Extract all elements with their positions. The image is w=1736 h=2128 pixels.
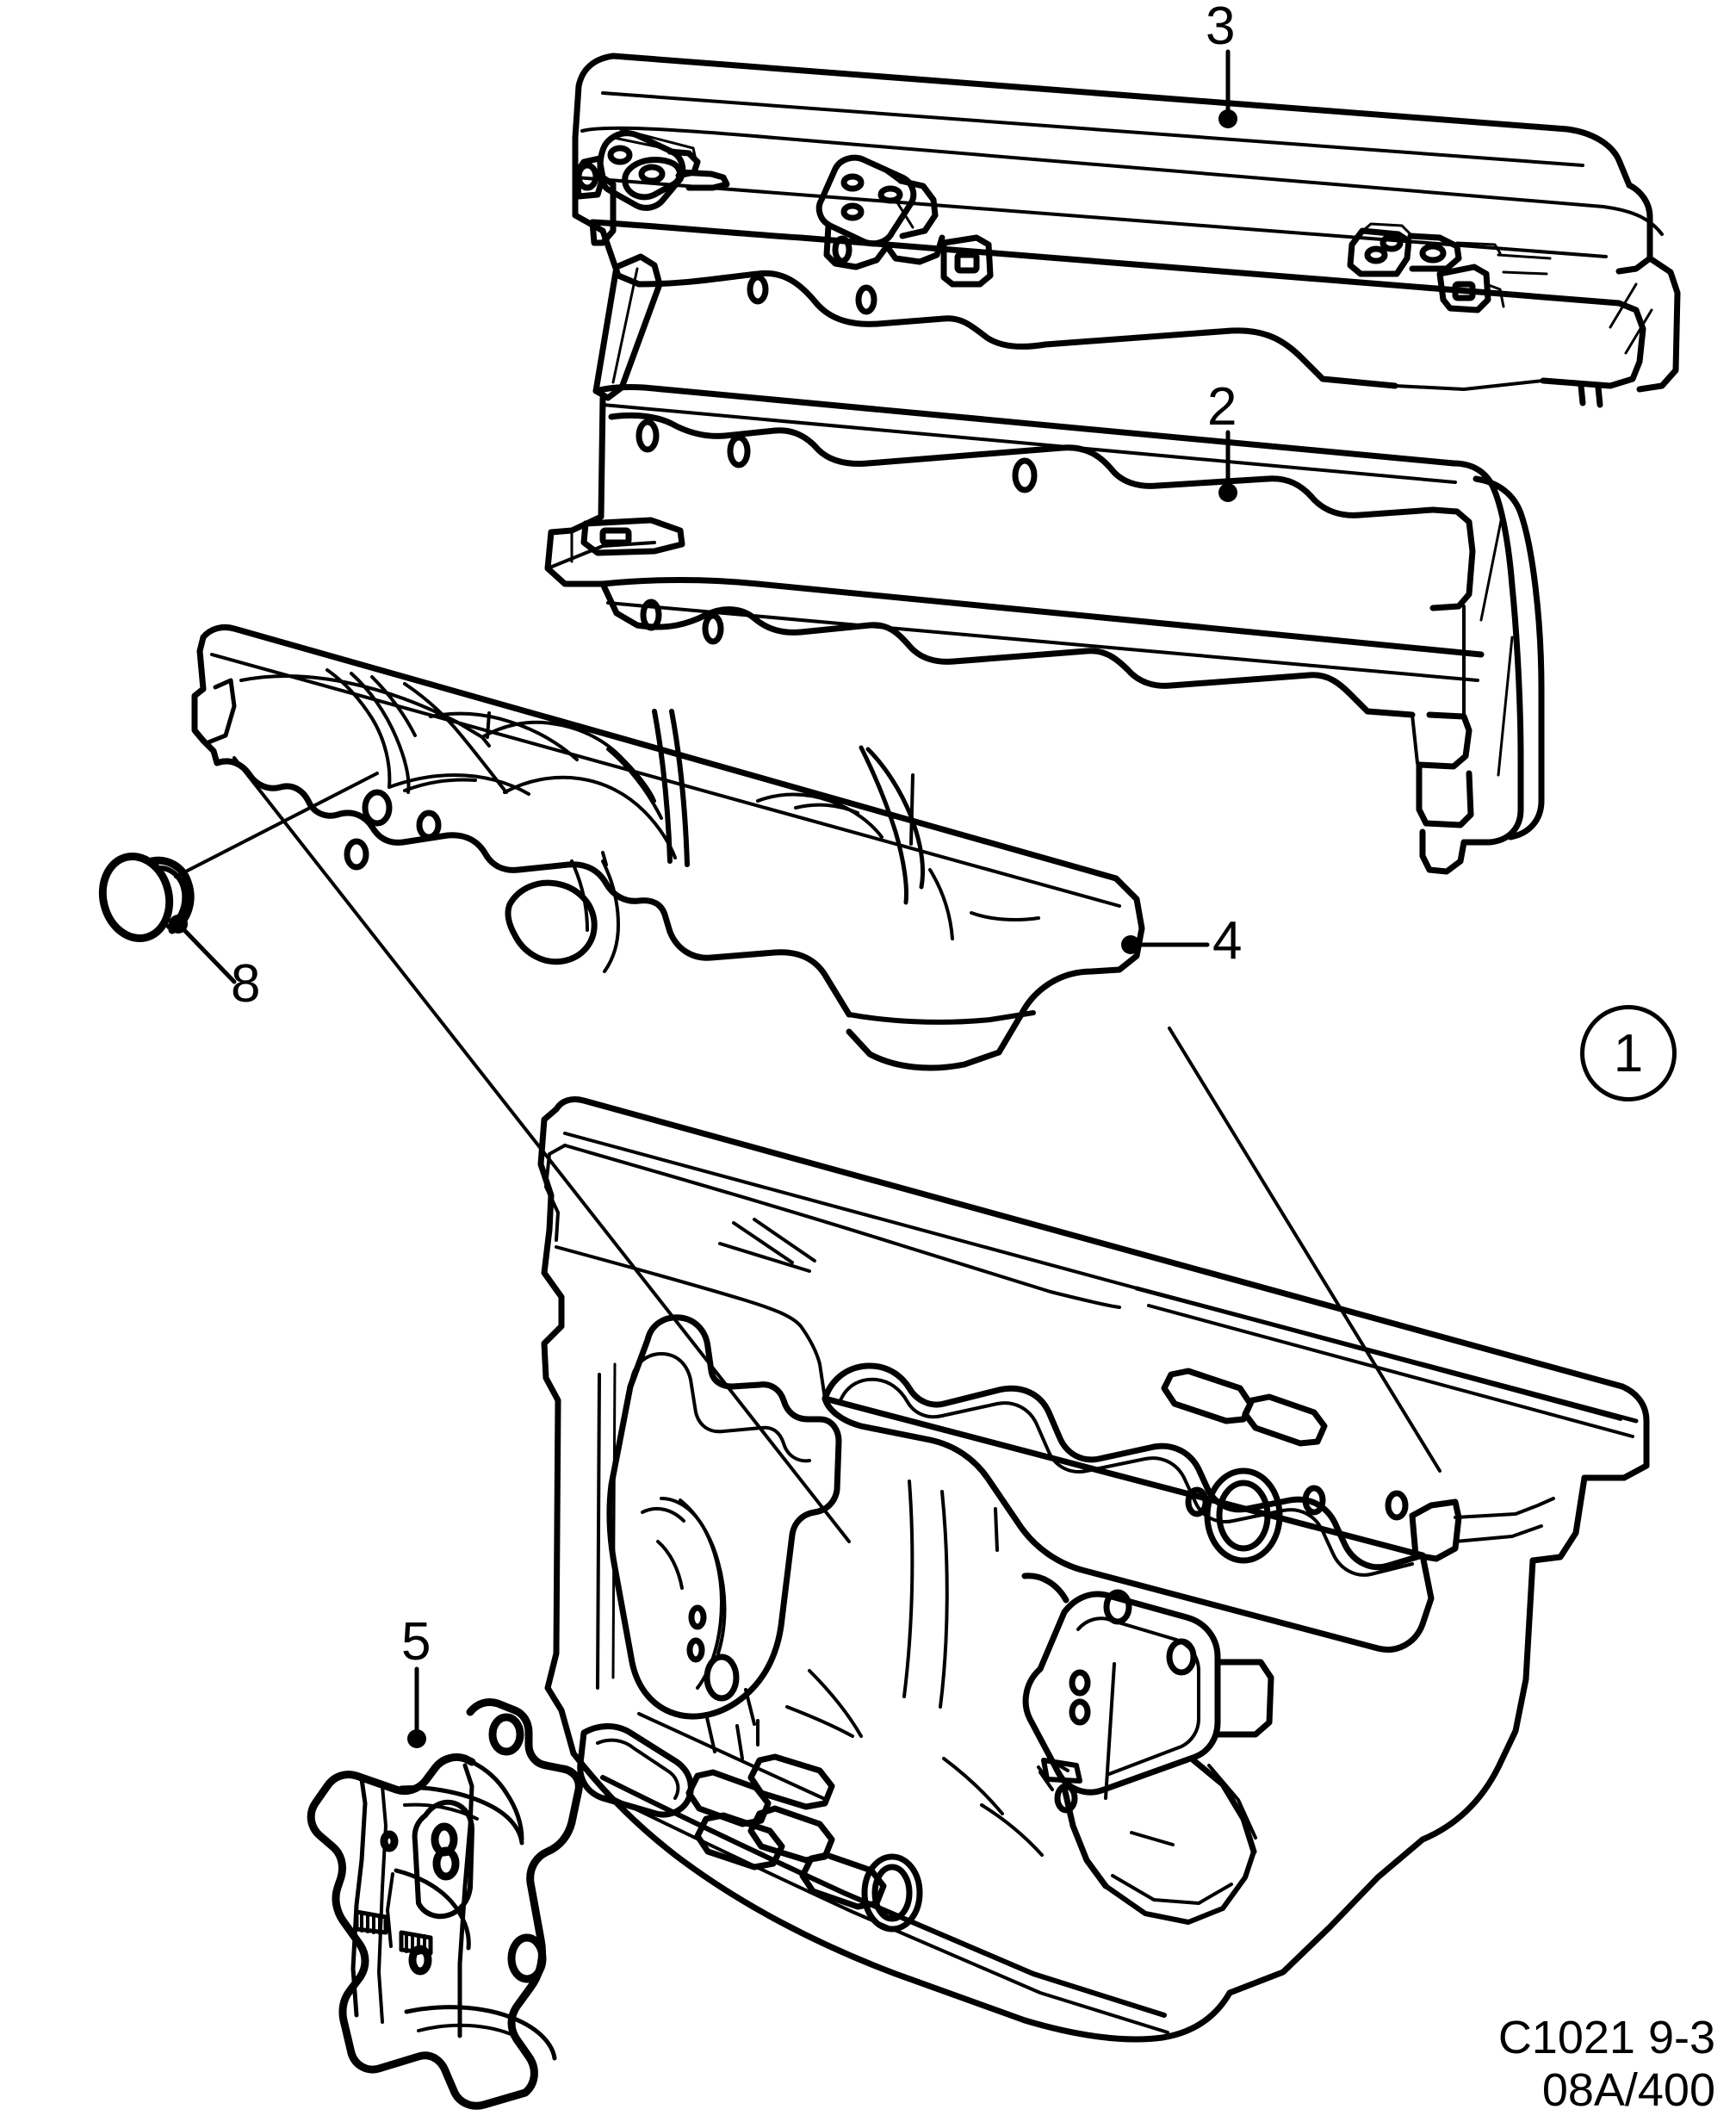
callout-label-3[interactable]: 3 — [1206, 0, 1236, 56]
leader-grommet-to-panel — [174, 772, 379, 878]
circled-callout-1[interactable]: 1 — [1580, 1005, 1677, 1101]
callout-label-5[interactable]: 5 — [401, 1612, 431, 1672]
leader-panel4-to-dash — [1168, 1027, 1442, 1473]
part-4-cowl-top-panel — [191, 624, 1145, 1071]
footer-section-code: 08A/400 — [1541, 2063, 1715, 2116]
part-1-dash-panel — [537, 1095, 1650, 2043]
callout-label-8[interactable]: 8 — [231, 954, 261, 1014]
leader-lines — [169, 49, 1442, 1748]
part-2-cowl-cross-member — [544, 253, 1545, 875]
footer: C1021 9-3 08A/400 — [1498, 2012, 1715, 2116]
callout-label-2[interactable]: 2 — [1207, 377, 1237, 437]
leader-8 — [182, 928, 237, 984]
part-3-upper-cowl-rail — [572, 53, 1681, 408]
leader-cowl-to-dash — [232, 756, 851, 1543]
part-5-bracket — [307, 1697, 583, 2110]
callout-label-4[interactable]: 4 — [1212, 911, 1243, 971]
circled-callout-1-label: 1 — [1613, 1023, 1644, 1083]
footer-drawing-code: C1021 9-3 — [1497, 2012, 1715, 2064]
